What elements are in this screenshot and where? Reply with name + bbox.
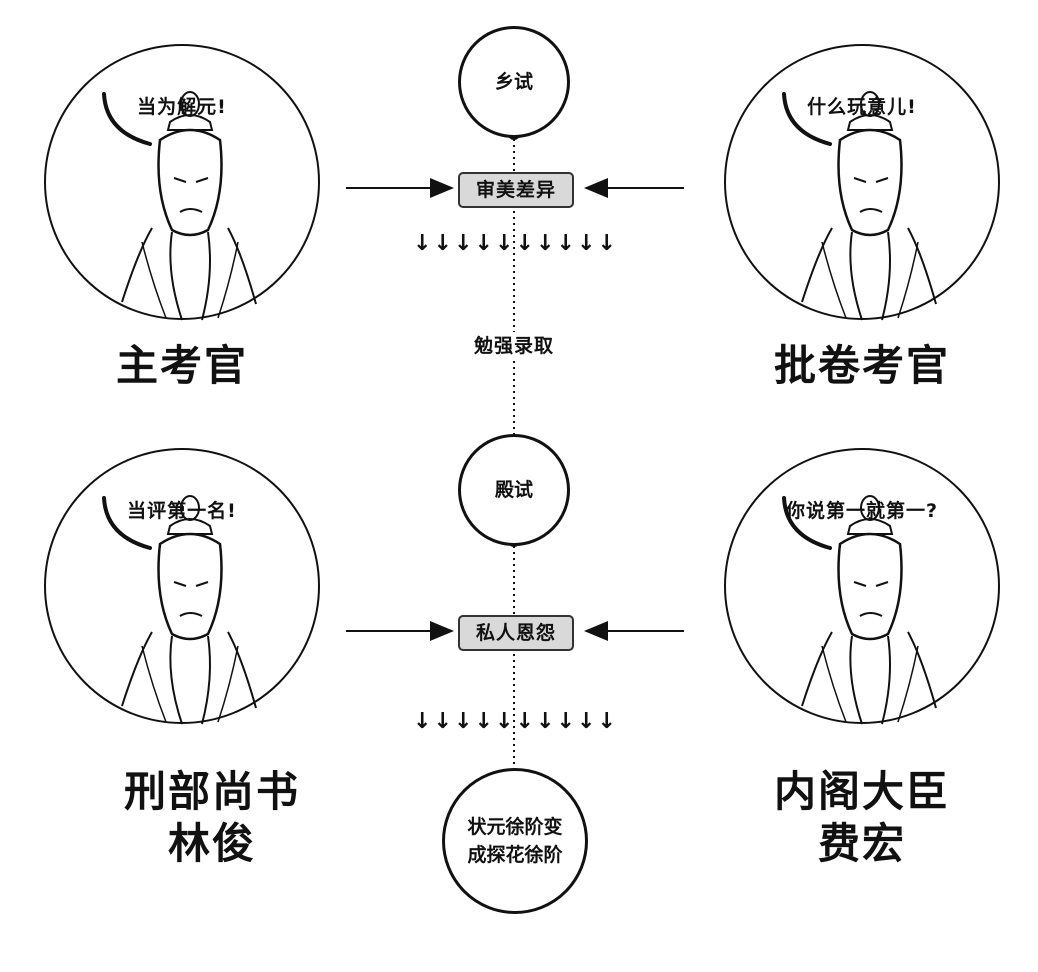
speech-bubble: 你说第一就第一?	[785, 500, 939, 522]
issue-tag-aesthetic: 审美差异	[458, 172, 574, 208]
final-label: 状元徐阶变 成探花徐阶	[467, 813, 562, 869]
final-node-result: 状元徐阶变 成探花徐阶	[442, 768, 588, 914]
scholar-figure-icon	[44, 44, 320, 321]
stage-label: 乡试	[494, 71, 533, 93]
portrait-minister-fei-hong: 你说第一就第一?	[722, 446, 1002, 726]
scholar-figure-icon	[724, 44, 1000, 321]
down-arrow-icon: ↓	[495, 231, 514, 256]
portrait-grading-examiner: 什么玩意儿!	[722, 42, 1002, 322]
down-arrow-icon: ↓	[474, 231, 493, 256]
scholar-figure-icon	[44, 448, 320, 725]
speech-bubble: 什么玩意儿!	[807, 96, 917, 118]
issue-tag-grudge: 私人恩怨	[458, 615, 574, 651]
down-arrow-icon: ↓	[597, 709, 616, 734]
role-line-1: 批卷考官	[773, 341, 950, 390]
role-line-2: 费宏	[817, 819, 906, 868]
result-label-admitted: 勉强录取	[458, 332, 570, 360]
role-line-1: 内阁大臣	[773, 767, 950, 816]
down-arrow-icon: ↓	[433, 709, 452, 734]
down-arrow-icon: ↓	[474, 709, 493, 734]
role-line-1: 主考官	[115, 341, 248, 390]
portrait-minister-lin-jun: 当评第一名!	[42, 446, 322, 726]
stage-label: 殿试	[494, 479, 533, 501]
speech-bubble: 当为解元!	[137, 96, 227, 118]
role-label-top-right: 批卷考官	[712, 340, 1012, 392]
down-arrow-icon: ↓	[515, 709, 534, 734]
down-arrow-icon: ↓	[577, 709, 596, 734]
down-arrow-icon: ↓	[515, 231, 534, 256]
down-arrow-icon: ↓	[556, 231, 575, 256]
role-line-1: 刑部尚书	[123, 767, 300, 816]
role-label-bottom-right: 内阁大臣 费宏	[742, 766, 982, 870]
down-arrow-row-2: ↓ ↓ ↓ ↓ ↓ ↓ ↓ ↓ ↓ ↓	[412, 710, 617, 734]
final-line-1: 状元徐阶变	[467, 816, 563, 838]
speech-bubble: 当评第一名!	[127, 500, 237, 522]
down-arrow-row-1: ↓ ↓ ↓ ↓ ↓ ↓ ↓ ↓ ↓ ↓	[412, 232, 617, 256]
down-arrow-icon: ↓	[495, 709, 514, 734]
down-arrow-icon: ↓	[413, 231, 432, 256]
down-arrow-icon: ↓	[536, 709, 555, 734]
role-line-2: 林俊	[167, 819, 256, 868]
down-arrow-icon: ↓	[413, 709, 432, 734]
down-arrow-icon: ↓	[454, 231, 473, 256]
stage-node-palace-exam: 殿试	[458, 434, 570, 546]
down-arrow-icon: ↓	[556, 709, 575, 734]
down-arrow-icon: ↓	[577, 231, 596, 256]
down-arrow-icon: ↓	[536, 231, 555, 256]
portrait-chief-examiner: 当为解元!	[42, 42, 322, 322]
role-label-top-left: 主考官	[42, 340, 322, 392]
final-line-2: 成探花徐阶	[467, 844, 563, 866]
role-label-bottom-left: 刑部尚书 林俊	[92, 766, 332, 870]
stage-node-provincial-exam: 乡试	[458, 26, 570, 138]
scholar-figure-icon	[724, 448, 1000, 725]
down-arrow-icon: ↓	[597, 231, 616, 256]
down-arrow-icon: ↓	[433, 231, 452, 256]
down-arrow-icon: ↓	[454, 709, 473, 734]
